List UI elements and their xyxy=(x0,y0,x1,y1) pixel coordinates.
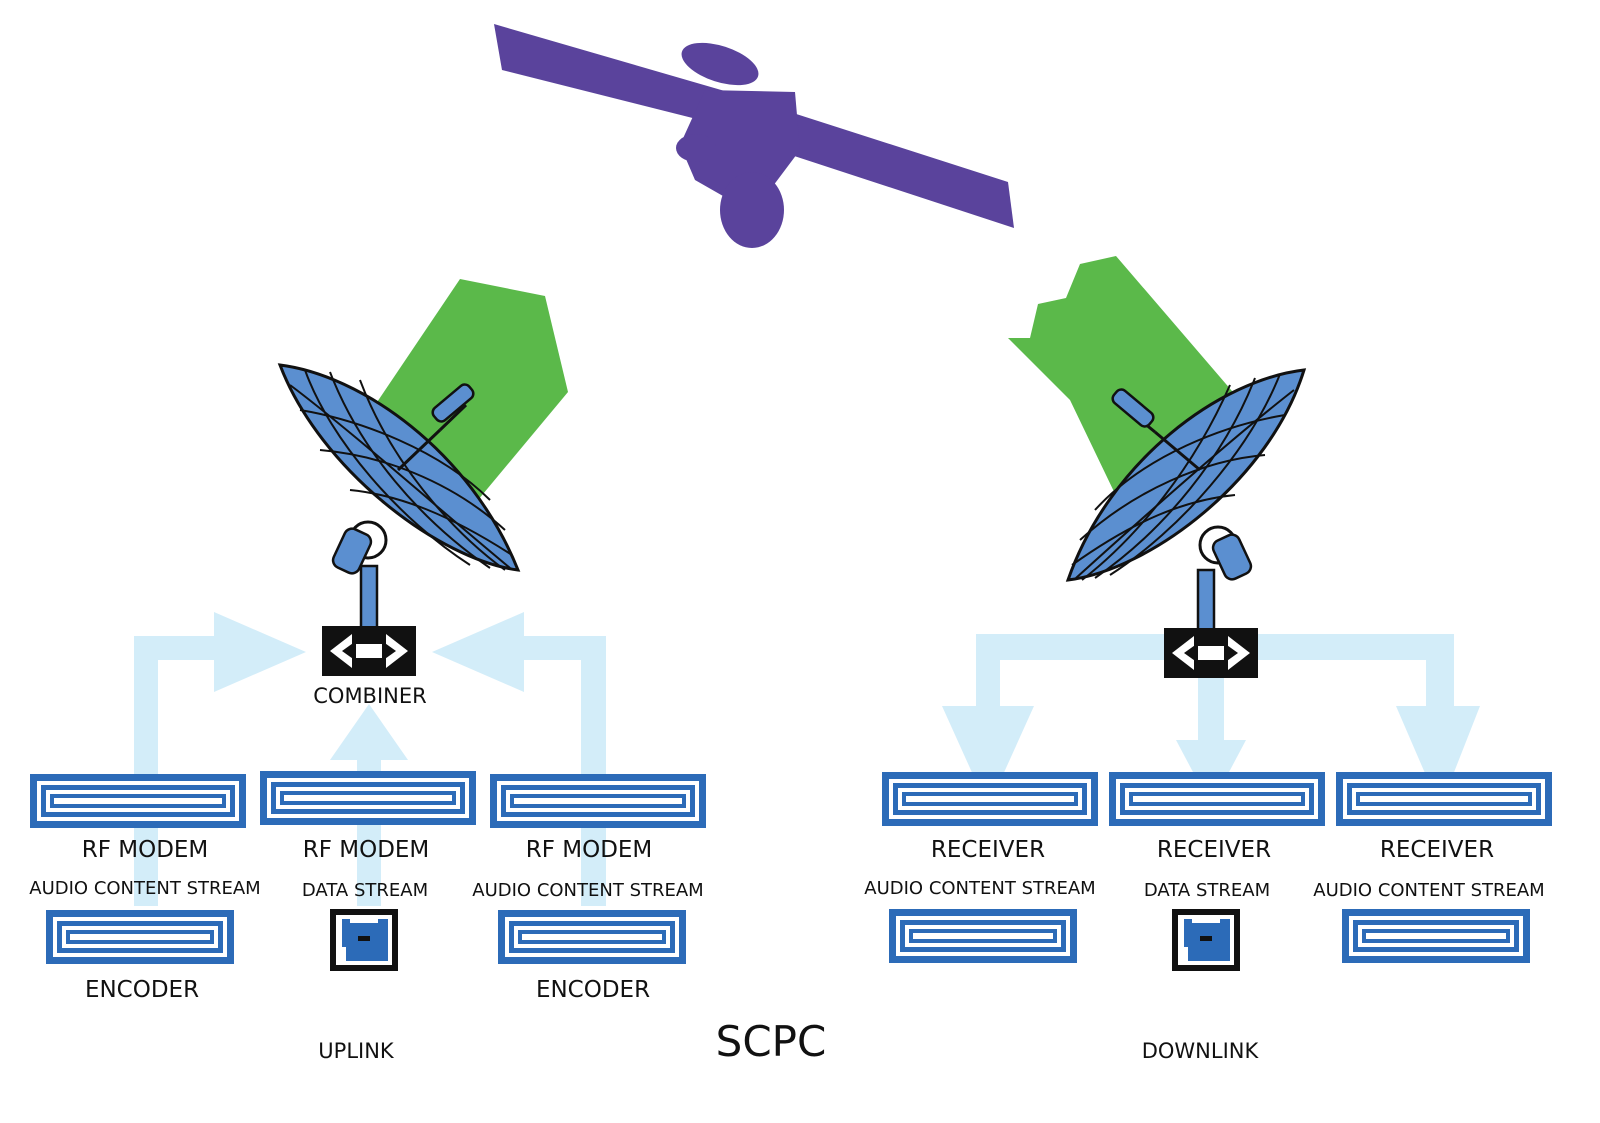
uplink-encoder-1 xyxy=(46,910,234,964)
uplink-rf-modem-2 xyxy=(260,771,476,825)
downlink-stream-label-3: AUDIO CONTENT STREAM xyxy=(1313,880,1544,901)
uplink-rf-modem-3 xyxy=(490,774,706,828)
downlink-stream-label-2: DATA STREAM xyxy=(1144,880,1270,901)
satellite-antenna-top xyxy=(681,42,759,86)
downlink-audio-output-1 xyxy=(889,909,1077,963)
diagram-title: SCPC xyxy=(716,1017,827,1066)
uplink-device-label-1: RF MODEM xyxy=(82,837,209,863)
downlink-receiver-1 xyxy=(882,772,1098,826)
flow-arrow-left xyxy=(134,612,306,906)
downlink-device-label-2: RECEIVER xyxy=(1157,837,1271,863)
combiner-label: COMBINER xyxy=(313,684,426,708)
uplink-device-label-3: RF MODEM xyxy=(526,837,653,863)
uplink-stream-label-3: AUDIO CONTENT STREAM xyxy=(472,880,703,901)
splitter-icon xyxy=(1164,628,1258,678)
uplink-stream-label-1: AUDIO CONTENT STREAM xyxy=(29,878,260,899)
downlink-receiver-3 xyxy=(1336,772,1552,826)
uplink-data-source-icon xyxy=(330,909,398,971)
uplink-device-label-2: RF MODEM xyxy=(303,837,430,863)
downlink-receiver-2 xyxy=(1109,772,1325,826)
downlink-audio-output-2 xyxy=(1342,909,1530,963)
downlink-device-label-3: RECEIVER xyxy=(1380,837,1494,863)
flow-arrow-down-left xyxy=(942,660,1034,808)
satellite-body xyxy=(680,90,800,200)
uplink-encoder-2 xyxy=(498,910,686,964)
downlink-device-label-1: RECEIVER xyxy=(931,837,1045,863)
uplink-rf-modem-1 xyxy=(30,774,246,828)
satellite xyxy=(494,24,1014,248)
uplink-dish xyxy=(277,363,521,666)
flow-arrow-down-center xyxy=(1176,668,1246,806)
uplink-source-label-1: ENCODER xyxy=(85,977,199,1003)
satellite-dish xyxy=(720,172,784,248)
downlink-data-output-icon xyxy=(1172,909,1240,971)
satellite-solar-panel-right xyxy=(782,112,1014,228)
satellite-side-part xyxy=(676,134,716,162)
uplink-stream-label-2: DATA STREAM xyxy=(302,880,428,901)
downlink-dish xyxy=(1065,368,1307,666)
downlink-section-label: DOWNLINK xyxy=(1142,1039,1260,1063)
flow-arrow-right xyxy=(432,612,606,906)
uplink-source-label-3: ENCODER xyxy=(536,977,650,1003)
flow-arrow-down-right xyxy=(1396,660,1480,808)
downlink-stream-label-1: AUDIO CONTENT STREAM xyxy=(864,878,1095,899)
uplink-section-label: UPLINK xyxy=(318,1039,395,1063)
combiner-icon xyxy=(322,626,416,676)
